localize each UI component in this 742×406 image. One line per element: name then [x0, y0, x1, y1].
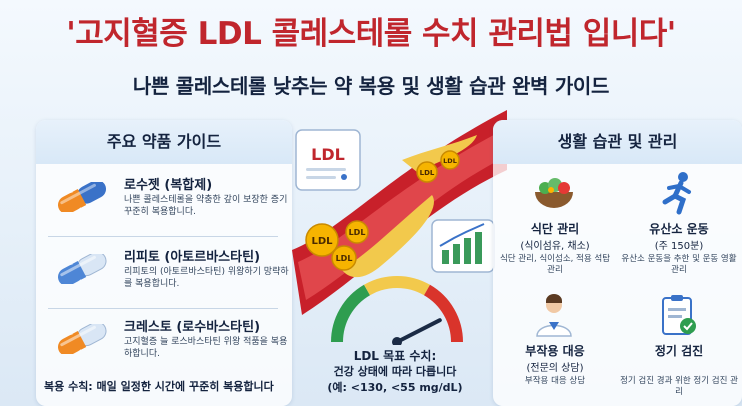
drug-name: 로수젯 (복합제): [124, 178, 213, 193]
svg-text:LDL: LDL: [443, 157, 457, 165]
habit-subtitle: (주 150분): [654, 241, 704, 252]
ldl-particle: LDL: [331, 245, 357, 271]
habit-subtitle: (식이섬유, 채소): [520, 241, 590, 252]
ldl-target-line2: (예: <130, <55 mg/dL): [327, 381, 463, 394]
lifestyle-heading: 생활 습관 및 관리: [493, 120, 742, 164]
svg-text:LDL: LDL: [349, 228, 366, 237]
habit-description: 유산소 운동을 추한 및 운동 영활 관리: [621, 254, 737, 275]
habit-title: 유산소 운동: [649, 222, 709, 236]
ldl-particle: LDL: [345, 220, 369, 244]
artery-illustration: LDL LDL LDL LDL LDL LDL: [292, 110, 507, 345]
doctor-icon: [536, 294, 572, 337]
habit-title: 부작용 대응: [525, 344, 585, 358]
svg-text:LDL: LDL: [336, 254, 353, 263]
checkup-clipboard-icon: [662, 295, 696, 335]
habit-description: 식단 관리, 식이섬소, 적용 석탐 관리: [499, 254, 611, 275]
medication-guide-heading: 주요 약품 가이드: [36, 120, 292, 164]
svg-text:LDL: LDL: [311, 145, 345, 164]
page-title: '고지혈증 LDL 콜레스테롤 수치 관리법 입니다': [66, 16, 676, 52]
drug-description: 리피토의 (아토르바스타틴) 위왕하기 망략하를 복용합니다.: [124, 267, 289, 289]
habit-description: 정기 검진 경과 위한 정기 검진 관리: [620, 376, 738, 397]
divider: [48, 236, 278, 237]
drug-name: 크레스토 (로수바스타틴): [124, 320, 261, 335]
gauge-needle: [395, 318, 442, 344]
drug-description: 나쁜 콜레스테롤을 약충한 갚이 보장한 증기 꾸준히 복용합니다.: [124, 195, 288, 217]
divider: [48, 308, 278, 309]
medication-guide-panel: 주요 약품 가이드 로수젯 (복합제) 나쁜 콜레스테롤을 약충한 갚이 보장한…: [36, 120, 292, 406]
svg-text:LDL: LDL: [420, 169, 435, 177]
drug-name: 리피토 (아토르바스타틴): [124, 250, 261, 265]
habit-description: 부작용 대응 상담: [524, 376, 586, 386]
drug-item-lipitor: 리피토 (아토르바스타틴) 리피토의 (아토르바스타틴) 위왕하기 망략하를 복…: [48, 244, 289, 306]
ldl-particle: LDL: [440, 150, 460, 170]
ldl-target-line1: 건강 상태에 따라 다릅니다: [333, 365, 457, 378]
habit-title: 정기 검진: [654, 344, 704, 358]
ldl-target-gauge: [330, 275, 464, 345]
page-subtitle: 나쁜 콜레스테롤 낮추는 약 복용 및 생활 습관 완벽 가이드: [132, 74, 610, 98]
trend-chart-card: [431, 219, 495, 273]
ldl-particle: LDL: [416, 161, 438, 183]
drug-item-rosuzet: 로수젯 (복합제) 나쁜 콜레스테롤을 약충한 갚이 보장한 증기 꾸준히 복용…: [48, 172, 288, 234]
ldl-report-card: LDL: [295, 129, 361, 191]
svg-text:LDL: LDL: [311, 236, 333, 247]
habit-subtitle: (전문의 상담): [526, 363, 584, 374]
habit-title: 식단 관리: [530, 222, 580, 236]
plaque-deposit: [342, 195, 434, 278]
plaque-deposit: [402, 135, 477, 172]
salad-bowl-icon: [535, 178, 573, 208]
capsule-icon: [57, 254, 107, 284]
capsule-icon: [57, 182, 107, 212]
drug-item-crestor: 크레스토 (로수바스타틴) 고지혈증 늘 로스바스타틴 위왕 적품을 복용하합니…: [48, 314, 288, 376]
ldl-particle: LDL: [305, 223, 339, 257]
capsule-icon: [57, 324, 107, 354]
dosing-rule-note: 복용 수칙: 매일 일정한 시간에 꾸준히 복용합니다: [44, 380, 274, 393]
lifestyle-panel: 생활 습관 및 관리 식단 관리 (식이섬유, 채소) 식단 관리, 식이섬소,…: [493, 120, 742, 406]
running-person-icon: [662, 172, 691, 215]
drug-description: 고지혈증 늘 로스바스타틴 위왕 적품을 복용하합니다.: [124, 337, 288, 359]
ldl-target-title: LDL 목표 수치:: [353, 349, 437, 363]
